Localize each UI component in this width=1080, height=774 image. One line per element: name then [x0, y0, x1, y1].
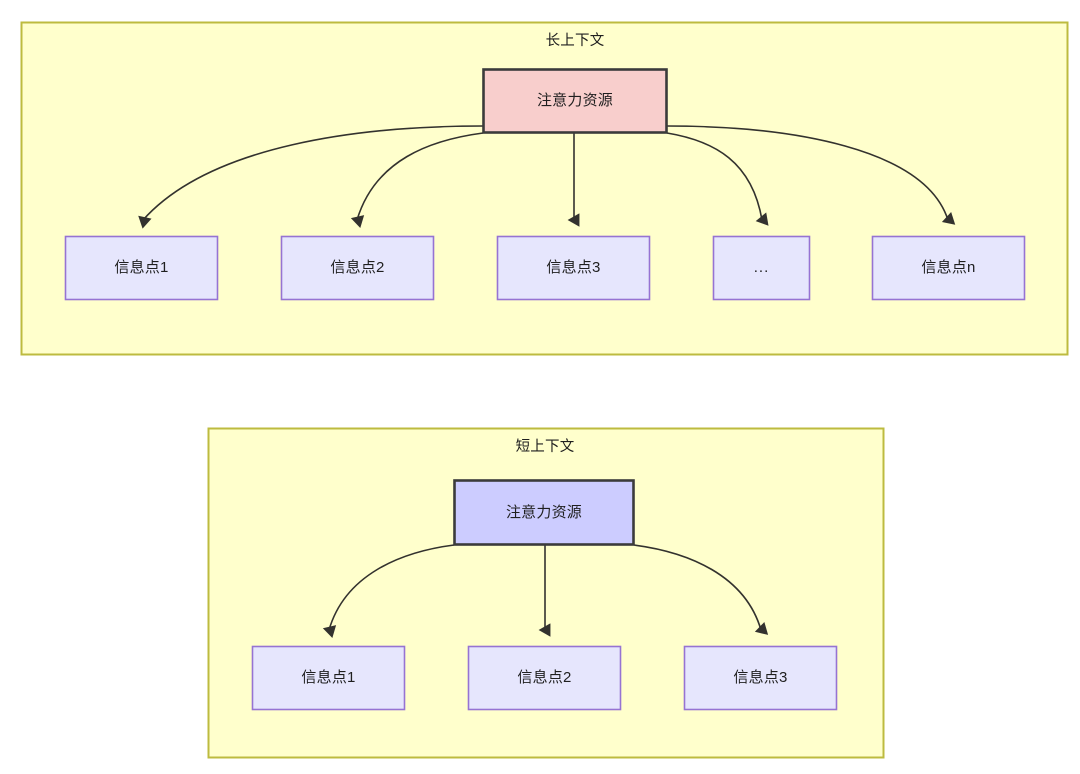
- node-attention-resource-short[interactable]: [453, 479, 635, 546]
- edge-attention-to-info-1: [138, 125, 484, 229]
- long-context-panel-title: 长上下文: [545, 32, 605, 49]
- node-info-point-s2[interactable]: [467, 645, 622, 711]
- node-info-point-s3[interactable]: [683, 645, 838, 711]
- short-context-edges: [322, 544, 769, 638]
- node-info-point-3[interactable]: [496, 235, 651, 301]
- node-info-point-2[interactable]: [280, 235, 435, 301]
- node-info-point-s1[interactable]: [251, 645, 406, 711]
- edge-attention-to-info-ellipsis: [666, 132, 769, 226]
- node-info-point-n[interactable]: [871, 235, 1026, 301]
- node-info-point-1[interactable]: [64, 235, 219, 301]
- node-attention-resource-long[interactable]: [482, 68, 668, 134]
- short-context-panel-title: 短上下文: [515, 438, 575, 455]
- edge-attention-to-info-n: [666, 125, 956, 225]
- long-context-edges: [138, 125, 956, 229]
- edge-attention-to-info-s1: [322, 544, 455, 638]
- edge-attention-to-info-2: [350, 132, 484, 229]
- node-info-point-ellipsis[interactable]: [712, 235, 811, 301]
- edge-attention-to-info-s3: [633, 544, 769, 635]
